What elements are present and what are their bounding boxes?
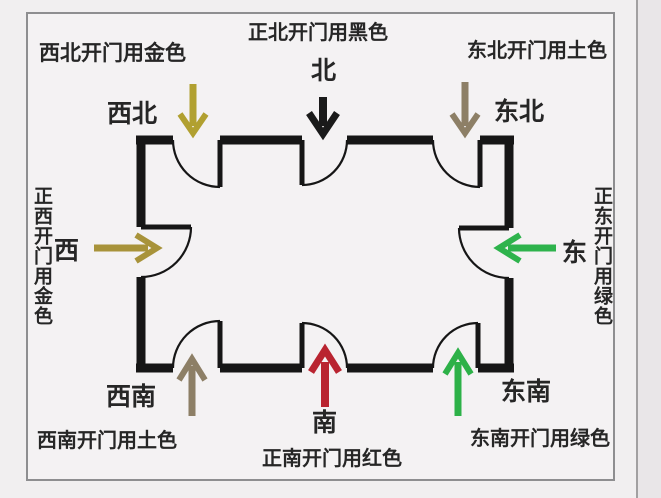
east-door-arrow [493, 232, 556, 264]
southeast-direction-label: 东南 [501, 377, 552, 406]
southeast-door-arrow [442, 347, 474, 416]
southwest-direction-label: 西南 [106, 382, 157, 411]
northeast-caption-label: 东北开门用土色 [467, 38, 607, 62]
west-door-arrow [94, 232, 163, 264]
south-direction-label: 南 [312, 408, 338, 437]
northwest-door-arrow [177, 84, 209, 139]
west-caption-label: 正西开门用金色 [30, 186, 53, 326]
page-edge-strip [638, 0, 661, 498]
northeast-direction-label: 东北 [494, 97, 545, 126]
door-leaves [141, 140, 509, 368]
northwest-caption-label: 西北开门用金色 [39, 41, 186, 65]
door-swing-arcs [140, 139, 510, 369]
east-caption-label: 正东开门用绿色 [590, 186, 613, 326]
north-door-arrow [306, 97, 340, 141]
east-direction-label: 东 [562, 238, 588, 267]
page-edge-line [636, 0, 638, 498]
room-walls [136, 135, 514, 373]
south-door-arrow [308, 343, 342, 407]
northeast-door-arrow [449, 82, 481, 139]
north-direction-label: 北 [311, 56, 337, 85]
west-direction-label: 西 [54, 236, 80, 265]
southwest-door-arrow [176, 353, 208, 416]
south-caption-label: 正南开门用红色 [262, 446, 402, 470]
southwest-caption-label: 西南开门用土色 [37, 428, 177, 452]
north-caption-label: 正北开门用黑色 [248, 20, 388, 44]
southeast-caption-label: 东南开门用绿色 [470, 426, 610, 450]
northwest-direction-label: 西北 [107, 99, 158, 128]
